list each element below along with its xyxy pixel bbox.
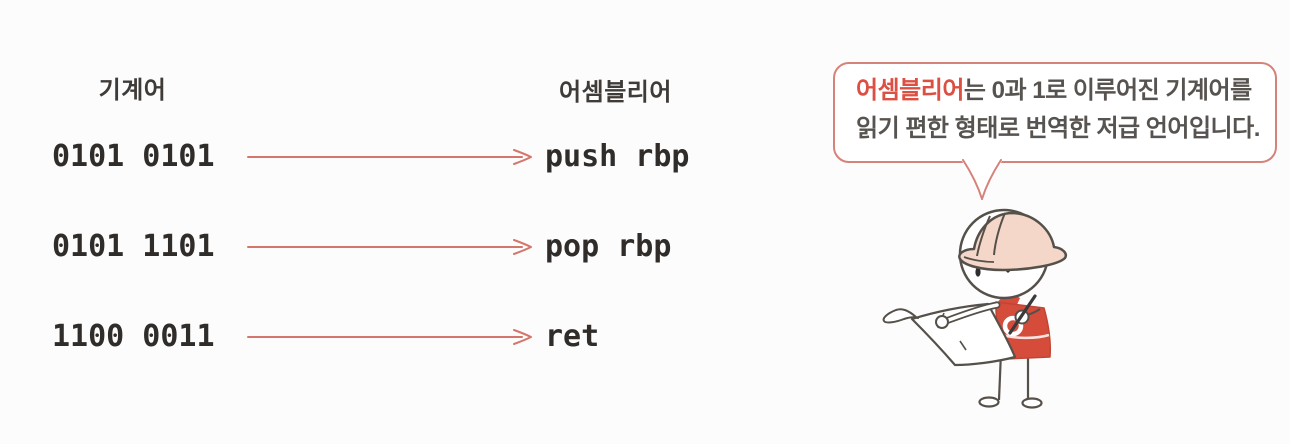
speech-bubble-line2: 읽기 편한 형태로 번역한 저급 언어입니다. [856,115,1260,142]
arrow-right-icon [247,149,532,165]
machine-code-value: 0101 1101 [52,229,215,264]
eye-left [975,267,981,277]
arrow-right-icon [247,239,532,255]
vest-logo-icon [1002,315,1024,337]
assembly-language-header: 어셈블리어 [559,79,672,106]
arrow-right-icon [247,329,532,345]
character-arms [935,294,1041,335]
speech-bubble-line1-rest: 는 0과 1로 이루어진 기계어를 [963,77,1252,104]
assembly-instruction: pop rbp [545,229,672,264]
blueprint-paper [882,302,1017,367]
speech-bubble-highlight: 어셈블리어 [856,77,964,104]
speech-bubble-line1: 어셈블리어는 0과 1로 이루어진 기계어를 [856,72,1275,110]
assembly-instruction: ret [545,319,600,354]
hand-left [935,315,949,329]
speech-bubble: 어셈블리어는 0과 1로 이루어진 기계어를 읽기 편한 형태로 번역한 저급 … [833,62,1277,163]
machine-language-header: 기계어 [98,77,167,104]
pen-icon [1008,294,1037,335]
machine-code-value: 1100 0011 [52,319,215,354]
assembly-instruction: push rbp [545,139,690,174]
hard-hat-icon [958,211,1067,272]
speech-bubble-tail [961,159,1003,200]
machine-code-value: 0101 0101 [52,139,215,174]
engineer-character-illustration [882,208,1067,409]
